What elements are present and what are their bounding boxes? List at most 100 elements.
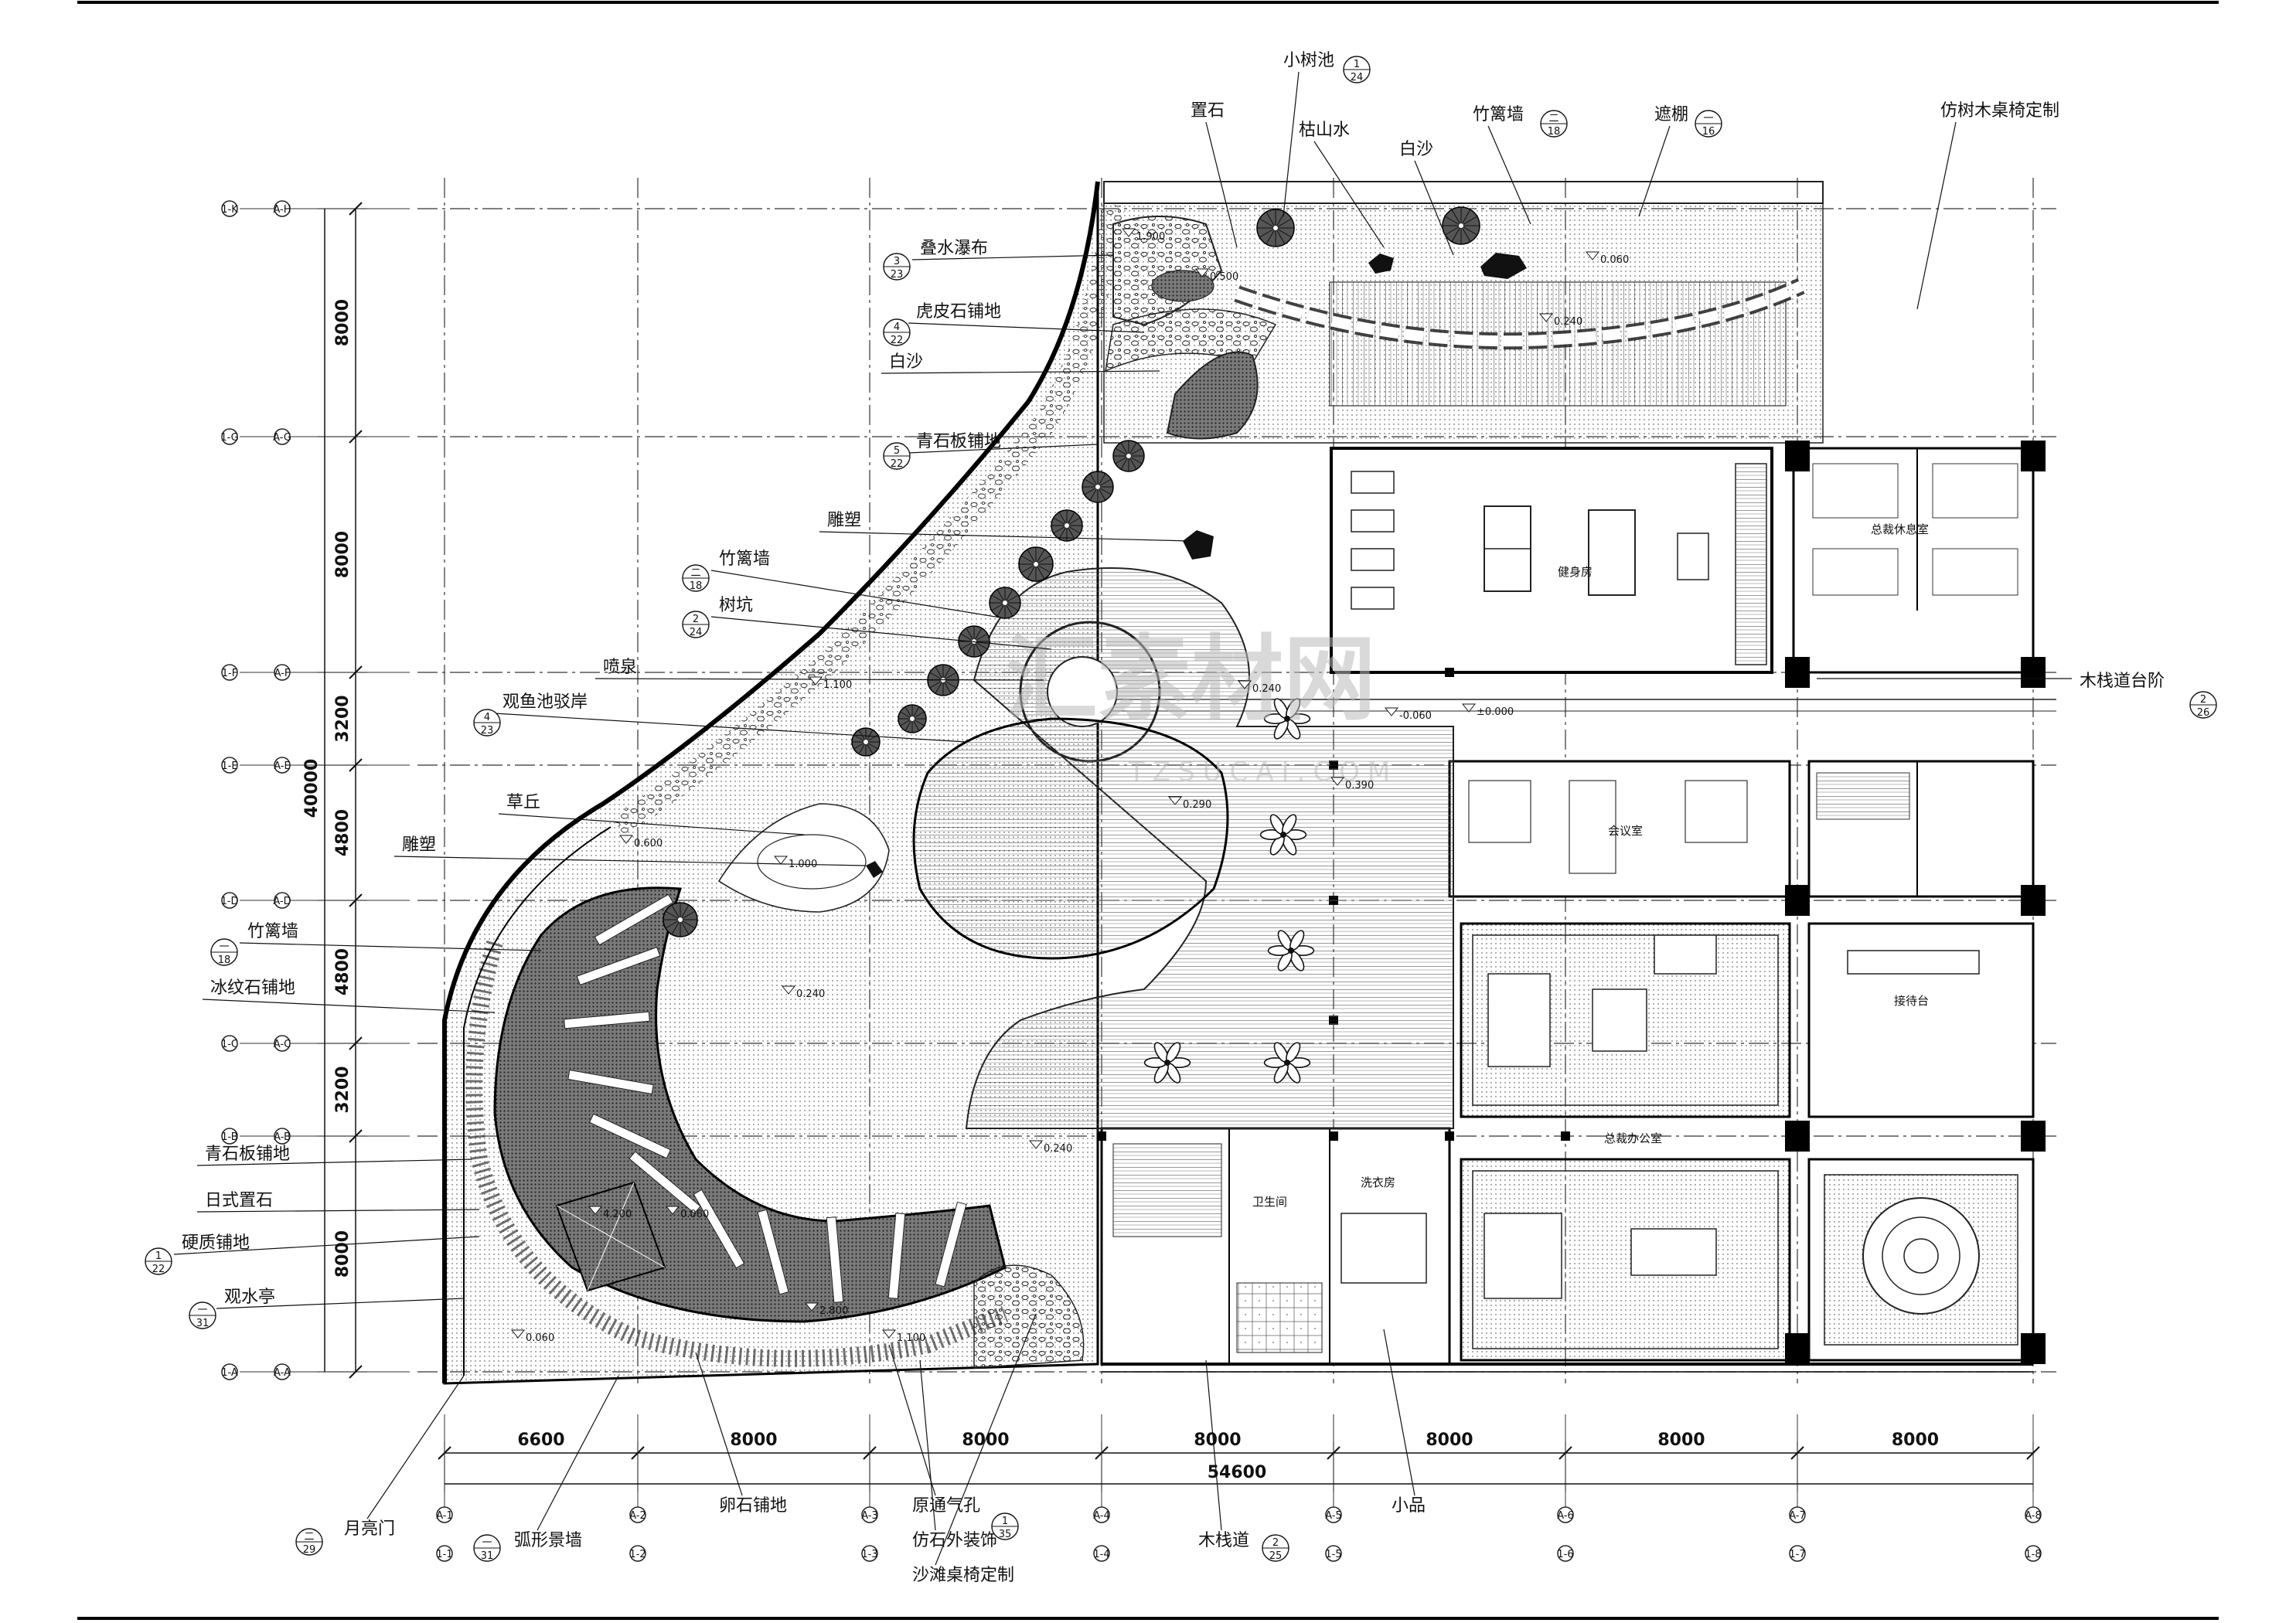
elevation-mark: 4.200 [588, 1206, 632, 1220]
palm-center [1284, 716, 1290, 722]
dim-text-left: 8000 [333, 1230, 353, 1278]
elevation-mark: -0.060 [1384, 707, 1432, 722]
label-left: 雕塑 [819, 511, 1191, 542]
tree-branch [1460, 225, 1478, 236]
label-left: 青石板铺地 [196, 1145, 472, 1166]
axis-bubble [221, 1363, 238, 1380]
tree-symbol [851, 727, 881, 757]
elevation-value: 0.060 [1600, 254, 1629, 266]
ref-number: 1 [1002, 1516, 1008, 1527]
room-label-gym: 健身房 [1558, 565, 1593, 579]
elevation-mark: 0.060 [510, 1329, 554, 1344]
label-text: 白沙 [889, 352, 923, 372]
label-text: 硬质铺地 [182, 1233, 250, 1253]
dim-text-bottom: 8000 [1426, 1431, 1473, 1450]
grass-mound [717, 803, 890, 913]
tree-trunk [1126, 454, 1131, 458]
axis-label: A-7 [1789, 1510, 1806, 1522]
axis-bubble [221, 892, 238, 909]
axis-bubble [1789, 1545, 1806, 1562]
axis-label: 1-C [221, 1039, 238, 1050]
tree-branch [1275, 227, 1293, 238]
tree-branch [911, 711, 925, 720]
tree-branch [1120, 442, 1129, 457]
watermark-sub: TZSUCAI.COM [1128, 757, 1398, 788]
tree-branch [1128, 447, 1143, 457]
leader-line [202, 999, 496, 1013]
label-bottom: 小品 [1383, 1329, 1426, 1516]
tree-branch [1259, 227, 1276, 238]
label-bottom: 原通气孔 [888, 1344, 980, 1516]
ref-number: 4 [484, 712, 490, 723]
arc-slat [935, 1201, 967, 1288]
axis-bubble [274, 1363, 291, 1380]
ref-sheet: 24 [1351, 72, 1364, 83]
elevation-mark: 1.900 [1121, 228, 1165, 243]
elevation-mark: 1.100 [808, 676, 852, 691]
label-left: 白沙 [881, 352, 1160, 374]
leader-line [494, 713, 967, 743]
axis-label: A-4 [1093, 1510, 1110, 1522]
room-label-meeting: 会议室 [1608, 824, 1643, 838]
label-text: 沙滩桌椅定制 [912, 1566, 1014, 1585]
label-text: 叠水瀑布 [920, 239, 988, 258]
ref-sheet: 18 [690, 580, 703, 592]
label-top: 白沙 [1399, 140, 1454, 256]
label-text: 原通气孔 [912, 1496, 980, 1516]
label-text: 日式置石 [205, 1191, 273, 1210]
tree-branch [1275, 218, 1293, 229]
leader-line [881, 370, 1160, 374]
axis-label: 1-7 [1789, 1549, 1805, 1560]
axis-bubble [1789, 1506, 1806, 1523]
tree-branch [973, 641, 988, 650]
ref-sheet: 16 [1702, 126, 1715, 138]
tree-trunk [864, 740, 868, 744]
label-bottom: 沙滩桌椅定制 [912, 1313, 1037, 1585]
ref-number: 一 [482, 1537, 492, 1549]
tree-branch [1266, 227, 1276, 245]
axis-bubble [221, 664, 238, 681]
palm-center [1284, 1060, 1290, 1066]
tree-branch [973, 641, 983, 655]
leader-line [710, 616, 1052, 650]
leader-line [908, 444, 1099, 454]
tree-branch [960, 641, 975, 650]
tree-branch [1066, 517, 1081, 526]
elevation-value: 0.240 [1554, 316, 1582, 328]
watermark-main: 汇素材网 [1005, 626, 1376, 733]
elevation-value: -0.060 [1399, 710, 1432, 722]
leader-line [1283, 71, 1300, 217]
ref-sheet: 26 [2197, 707, 2210, 719]
label-text: 小树池 [1283, 51, 1334, 70]
leader-line [1205, 1359, 1222, 1531]
axis-label: A-B [274, 1131, 291, 1143]
axis-bubble [629, 1545, 646, 1562]
tree-branch [1460, 209, 1471, 226]
ref-number: 3 [894, 256, 900, 267]
axis-label: 1-2 [629, 1549, 646, 1560]
elevation-value: 0.500 [1210, 271, 1238, 283]
column-small [1329, 1131, 1338, 1141]
ref-sheet: 18 [1548, 126, 1561, 138]
tree-branch [1066, 525, 1075, 539]
tree-branch [1058, 525, 1068, 539]
tree-branch [966, 641, 975, 655]
tree-branch [1128, 455, 1143, 464]
tree-branch [1004, 589, 1013, 604]
leader-line [1383, 1329, 1415, 1496]
ref-sheet: 23 [481, 725, 494, 737]
tree-branch [1066, 525, 1081, 534]
axis-label: A-F [274, 668, 291, 679]
column [2021, 1121, 2046, 1152]
leader-line [908, 322, 1145, 333]
watermark: 汇素材网 TZSUCAI.COM [1005, 626, 1398, 788]
elevation-mark: 0.600 [618, 835, 663, 849]
axis-label: 1-A [221, 1367, 238, 1379]
leader-line [366, 1375, 465, 1519]
